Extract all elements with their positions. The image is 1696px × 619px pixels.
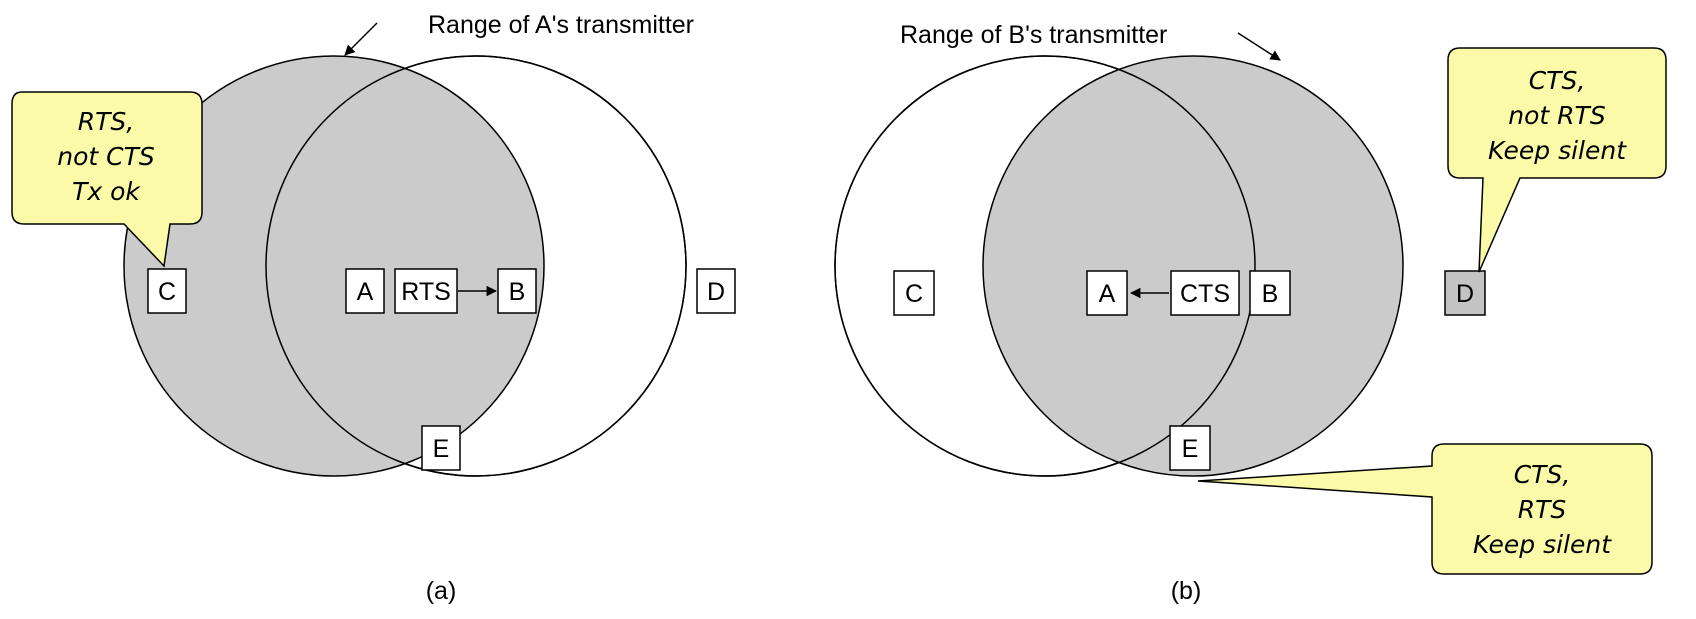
svg-text:D: D [1456,280,1474,308]
svg-text:A: A [357,278,374,306]
svg-text:C: C [158,278,176,306]
range-a-label: Range of A's transmitter [428,11,694,39]
svg-text:A: A [1099,280,1116,308]
cts-message-box: CTS [1170,270,1240,316]
panel-a: Range of A's transmitter C A RTS B D E [11,11,736,605]
node-c: C [147,268,187,314]
callout-c-line-1: RTS, [78,107,134,136]
svg-text:B: B [1262,280,1279,308]
panel-b: Range of B's transmitter C A CTS B D E [834,21,1667,605]
callout-d-line-1: CTS, [1529,66,1586,95]
caption-a: (a) [426,577,457,605]
range-b-outline [265,55,687,477]
callout-e-line-1: CTS, [1514,460,1571,489]
node-e: E [421,425,461,471]
node-b: B [497,268,537,314]
callout-c-line-3: Tx ok [72,177,141,206]
node-d-b: D [1444,270,1486,316]
svg-text:B: B [509,278,526,306]
callout-c: RTS, not CTS Tx ok [11,91,203,268]
svg-text:E: E [1182,435,1199,463]
node-a-b: A [1086,270,1128,316]
caption-b: (b) [1171,577,1202,605]
node-c-b: C [893,270,935,316]
svg-text:D: D [707,278,725,306]
node-e-b: E [1169,425,1211,471]
node-a: A [345,268,385,314]
range-a-circle [123,55,545,477]
range-a-pointer [344,22,378,56]
svg-text:C: C [905,280,923,308]
callout-c-line-2: not CTS [57,142,155,171]
callout-e: CTS, RTS Keep silent [1197,443,1653,575]
node-b-b: B [1249,270,1291,316]
callout-d-line-2: not RTS [1508,101,1606,130]
svg-text:CTS: CTS [1180,280,1230,308]
callout-d-line-3: Keep silent [1488,136,1627,165]
range-b-circle-b [982,55,1404,477]
range-a-outline-b [834,55,1256,477]
rts-message-box: RTS [394,268,458,314]
range-b-label: Range of B's transmitter [900,21,1167,49]
callout-e-line-2: RTS [1518,495,1567,524]
range-b-pointer [1237,32,1281,61]
node-d: D [696,268,736,314]
callout-e-line-3: Keep silent [1473,530,1612,559]
svg-text:RTS: RTS [401,278,451,306]
svg-text:E: E [433,435,450,463]
callout-d: CTS, not RTS Keep silent [1447,47,1667,273]
